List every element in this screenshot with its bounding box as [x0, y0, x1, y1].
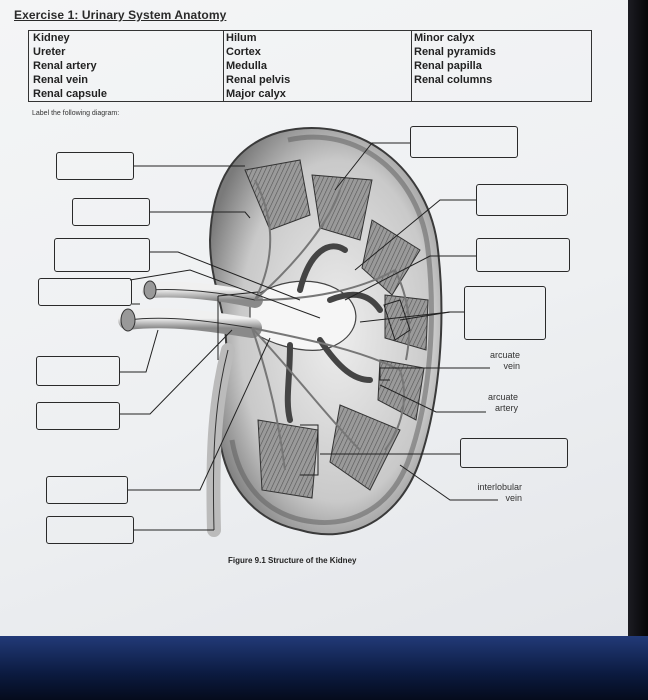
word-bank-term: Major calyx — [226, 88, 286, 100]
word-bank-term: Cortex — [226, 46, 261, 58]
leader-line — [150, 211, 251, 219]
blank-label-box[interactable] — [46, 476, 128, 504]
label-line: vein — [503, 361, 520, 371]
blank-label-box[interactable] — [54, 238, 150, 272]
figure-caption: Figure 9.1 Structure of the Kidney — [228, 556, 357, 565]
blank-label-box[interactable] — [410, 126, 518, 158]
leader-line — [128, 337, 271, 491]
word-bank-term: Renal capsule — [33, 88, 107, 100]
label-line: arcuate — [489, 350, 520, 360]
renal-pyramid — [244, 159, 311, 231]
word-bank-term: Hilum — [226, 32, 257, 44]
worksheet-page: Exercise 1: Urinary System Anatomy Kidne… — [0, 0, 632, 640]
worksheet-title: Exercise 1: Urinary System Anatomy — [14, 8, 227, 22]
word-bank-term: Medulla — [226, 60, 267, 72]
leader-line — [120, 329, 159, 373]
leader-line — [150, 251, 301, 301]
label-line: arcuate — [487, 392, 518, 402]
leader-line — [383, 299, 411, 341]
leader-line — [344, 255, 476, 301]
blank-label-box[interactable] — [72, 198, 150, 226]
leader-line — [120, 329, 233, 415]
word-bank-term: Renal artery — [33, 60, 97, 72]
blank-label-box[interactable] — [460, 438, 568, 468]
background-edge — [628, 0, 648, 640]
word-bank-term: Renal vein — [33, 74, 89, 86]
word-bank-column-1: Kidney Ureter Renal artery Renal vein Re… — [33, 31, 219, 101]
leader-line — [354, 199, 476, 271]
background-surface — [0, 636, 648, 700]
arcuate-artery-label: arcuate artery — [468, 392, 518, 414]
word-bank-term: Renal pelvis — [226, 74, 291, 86]
label-line: interlobular — [477, 482, 522, 492]
leader-line — [399, 464, 498, 501]
leader-line — [379, 384, 486, 413]
word-bank-column-3: Minor calyx Renal pyramids Renal papilla… — [411, 31, 594, 101]
blank-label-box[interactable] — [464, 286, 546, 340]
leader-line — [334, 142, 410, 191]
leader-line — [217, 291, 259, 297]
leader-line — [399, 311, 451, 321]
word-bank-table: Kidney Ureter Renal artery Renal vein Re… — [28, 30, 592, 102]
word-bank-term: Renal columns — [414, 74, 493, 86]
arcuate-vein-label: arcuate vein — [470, 350, 520, 372]
blank-label-box[interactable] — [476, 238, 570, 272]
word-bank-term: Renal papilla — [414, 60, 482, 72]
leader-line — [129, 269, 321, 319]
label-line: vein — [505, 493, 522, 503]
interlobular-vein-label: interlobular vein — [452, 482, 522, 504]
word-bank-term: Kidney — [33, 32, 70, 44]
word-bank-column-2: Hilum Cortex Medulla Renal pelvis Major … — [223, 31, 412, 101]
renal-pyramid — [257, 419, 319, 499]
instruction-text: Label the following diagram: — [32, 110, 120, 117]
blank-label-box[interactable] — [476, 184, 568, 216]
renal-pyramid — [311, 174, 373, 241]
renal-pyramid — [329, 404, 401, 491]
kidney-diagram — [118, 127, 498, 537]
renal-pyramid — [361, 219, 421, 296]
blank-label-box[interactable] — [36, 356, 120, 386]
word-bank-term: Ureter — [33, 46, 66, 58]
leader-line — [379, 367, 490, 381]
leader-line — [300, 424, 319, 476]
renal-pyramid — [384, 294, 429, 351]
blank-label-box[interactable] — [46, 516, 134, 544]
blank-label-box[interactable] — [36, 402, 120, 430]
blank-label-box[interactable] — [56, 152, 134, 180]
blank-label-box[interactable] — [38, 278, 132, 306]
word-bank-term: Minor calyx — [414, 32, 475, 44]
renal-pyramid — [377, 359, 425, 421]
word-bank-term: Renal pyramids — [414, 46, 496, 58]
label-line: artery — [494, 403, 518, 413]
